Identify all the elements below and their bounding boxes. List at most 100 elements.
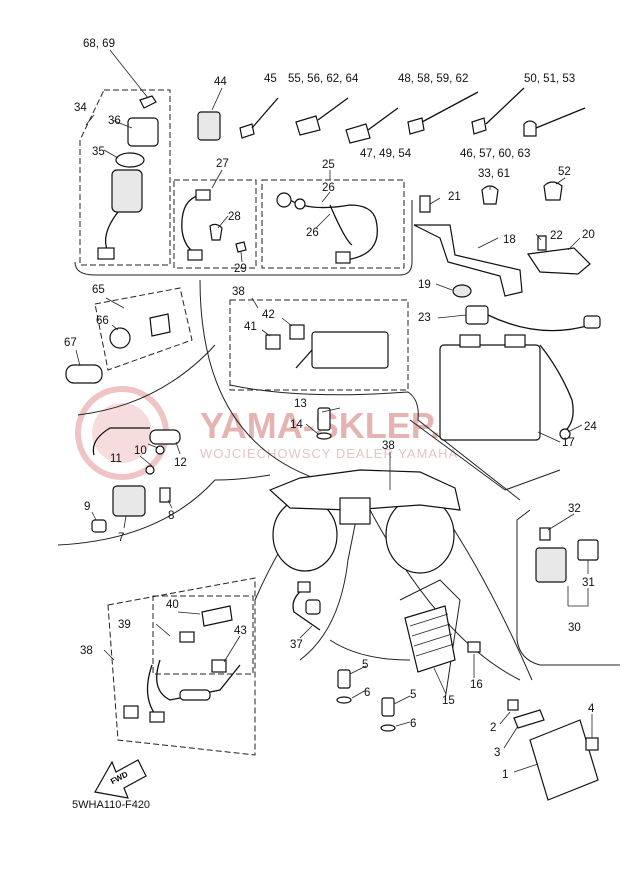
socket-group <box>65 313 171 384</box>
cdi-group <box>507 699 599 801</box>
atv-engine-icon <box>339 497 371 525</box>
pickup-group-line <box>299 499 361 661</box>
fuse-box-bottom-curve <box>229 384 521 501</box>
leader-37 <box>299 625 313 639</box>
tie-48-strap <box>421 91 479 123</box>
harness-25-wire <box>289 199 378 261</box>
fuse-box-group <box>265 324 389 369</box>
atv-silhouette <box>268 469 461 574</box>
fuse-41-icon <box>265 334 281 350</box>
leader-65 <box>105 297 125 309</box>
cdi-unit-1-icon <box>529 719 599 801</box>
tie-47-icon <box>345 123 371 144</box>
callout-37: 37 <box>290 639 303 651</box>
callout-3: 3 <box>494 747 500 759</box>
cover-40-icon <box>201 605 233 627</box>
nut-35-icon <box>115 152 145 168</box>
leader-43 <box>223 635 241 663</box>
leader-29 <box>240 251 243 263</box>
nut-10-icon <box>155 445 165 455</box>
washer-6a-icon <box>336 696 352 704</box>
clamp-52-icon <box>543 181 563 201</box>
leader-lines <box>75 49 593 773</box>
socket-group-curve <box>77 344 216 416</box>
callout-46-57-60-63: 46, 57, 60, 63 <box>460 148 530 160</box>
clamp-33-icon <box>481 185 499 205</box>
socket-frame-65 <box>94 287 193 371</box>
starter-relay-7-icon <box>112 485 146 517</box>
leader-20 <box>567 237 581 251</box>
callout-38c: 38 <box>80 645 93 657</box>
starter-group <box>91 427 181 533</box>
callout-41: 41 <box>244 321 257 333</box>
harness-38-wire-a <box>156 659 241 701</box>
band-45-strap <box>251 97 279 129</box>
callout-35: 35 <box>92 146 105 158</box>
callout-22: 22 <box>550 230 563 242</box>
clamp-50-strap <box>535 107 586 129</box>
leader-1 <box>513 763 539 773</box>
relay-group-frame <box>516 509 620 666</box>
leader-6a <box>351 689 367 699</box>
leader-11 <box>139 455 153 467</box>
drawing-code: 5WHA110-F420 <box>72 799 150 811</box>
leader-13 <box>321 407 341 413</box>
callout-29: 29 <box>234 263 247 275</box>
minus-lead-24 <box>539 344 574 431</box>
tie-48-icon <box>407 117 425 135</box>
leader-24 <box>567 424 583 433</box>
leader-30-bracket <box>568 588 589 607</box>
relay-31-icon <box>577 539 599 561</box>
fuse-wire-cap-icon <box>583 315 601 329</box>
starter-lead-wire <box>92 427 150 456</box>
sub-harness-27 <box>181 189 247 261</box>
leader-26b <box>315 213 331 229</box>
callout-11: 11 <box>110 453 122 465</box>
callout-25: 25 <box>322 159 335 171</box>
coupler-43-icon <box>211 659 227 673</box>
socket-cap-67-icon <box>65 364 103 384</box>
callout-44: 44 <box>214 76 227 88</box>
callout-39: 39 <box>118 619 131 631</box>
cap-28-icon <box>209 223 223 241</box>
sensor-bracket-line <box>329 639 411 661</box>
tie-55-icon <box>295 115 321 136</box>
washer-6b-icon <box>380 724 396 732</box>
rectifier-fins <box>409 613 455 657</box>
leader-8 <box>167 499 173 509</box>
fuse-box-frame-38 <box>229 299 409 391</box>
leader-9 <box>91 511 97 521</box>
leader-41 <box>261 329 271 337</box>
callout-26a: 26 <box>322 182 335 194</box>
callout-labels: 68, 69 34 36 35 44 45 55, 56, 62, 64 48,… <box>64 38 597 781</box>
callout-66: 66 <box>96 315 109 327</box>
leader-10 <box>147 443 159 449</box>
harness-25-connector-b-icon <box>294 198 306 210</box>
battery-17-icon <box>439 344 541 441</box>
leader-27 <box>211 169 223 189</box>
sensor-bolts <box>336 669 396 732</box>
callout-36: 36 <box>108 115 121 127</box>
bolt-22-icon <box>537 235 547 251</box>
leader-36 <box>111 119 133 129</box>
starter-group-line <box>57 474 271 546</box>
callout-31: 31 <box>582 577 595 589</box>
fuse-box-lead <box>295 349 313 369</box>
fuse-42-icon <box>289 324 305 340</box>
harness-frame-39 <box>152 595 254 675</box>
harness-25-coupler-icon <box>335 251 351 264</box>
gasket-14-icon <box>316 432 332 440</box>
group-frames <box>79 89 409 756</box>
watermark: YAMA-SKLEP.PL WOJCIECHOWSCY DEALER YAMAH… <box>75 386 486 480</box>
harness-frame-27 <box>173 179 257 269</box>
callout-8: 8 <box>168 510 174 522</box>
callout-28: 28 <box>228 211 241 223</box>
leader-3 <box>503 725 519 749</box>
callout-26b: 26 <box>306 227 319 239</box>
sensor-5a-icon <box>337 669 351 689</box>
leader-38c <box>103 649 115 661</box>
battery-terminal-minus-icon <box>504 334 526 348</box>
leader-34 <box>85 114 95 126</box>
callout-5b: 5 <box>410 689 416 701</box>
